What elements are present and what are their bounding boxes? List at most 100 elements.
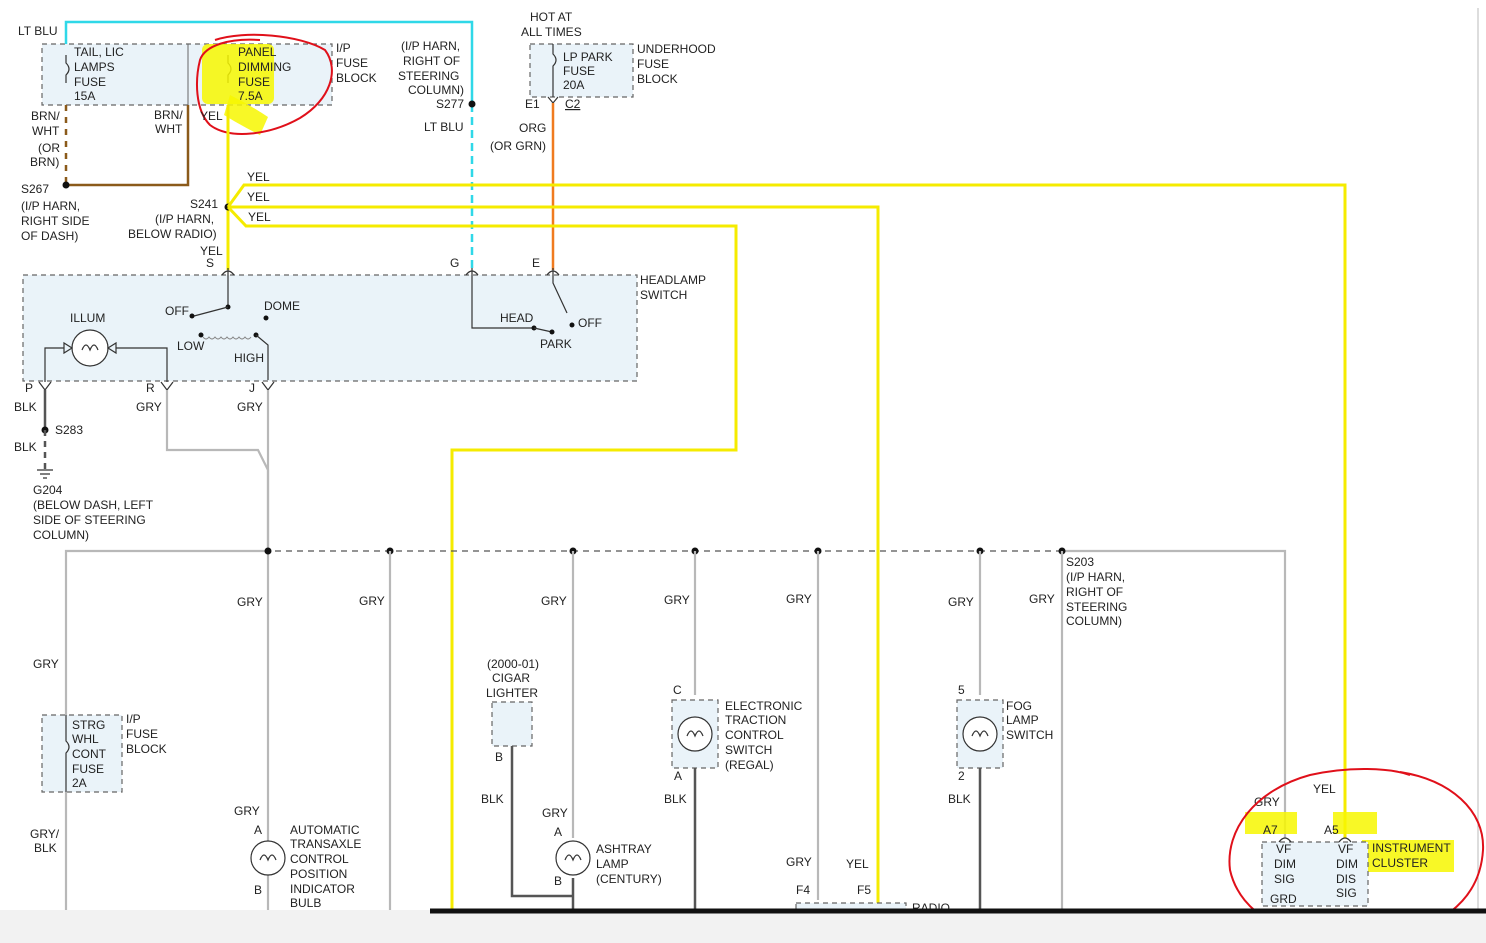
g-connector — [465, 268, 534, 329]
p-connector — [38, 381, 52, 391]
strg-line1: STRG — [72, 718, 105, 732]
s241-line3: BELOW RADIO) — [128, 227, 217, 241]
etc-line5: (REGAL) — [725, 758, 774, 772]
gry-row-2: GRY — [359, 594, 385, 608]
tail-fuse-line2: LAMPS — [74, 60, 115, 74]
a7-highlight — [1245, 812, 1297, 834]
cluster-left-2: DIM — [1274, 857, 1296, 871]
cluster-line2: CLUSTER — [1372, 856, 1428, 870]
s203-line2: (I/P HARN, — [1066, 570, 1125, 584]
j-connector — [261, 381, 275, 391]
ip-harn-s277-line3: STEERING — [398, 69, 459, 83]
park-contact — [549, 329, 555, 335]
hot-line2: ALL TIMES — [521, 25, 582, 39]
s267-line1: S267 — [21, 182, 49, 196]
ip-fuse2-line2: FUSE — [126, 727, 158, 741]
b-cigar-label: B — [495, 750, 503, 764]
yel-wire-to-f5 — [228, 205, 880, 908]
cluster-connectors — [1278, 837, 1352, 843]
gry-row-7: GRY — [1029, 592, 1055, 606]
s267-line4: OF DASH) — [21, 229, 78, 243]
e1-label: E1 — [525, 97, 540, 111]
gry-row-3: GRY — [541, 594, 567, 608]
lt-blu-mid-label: LT BLU — [424, 120, 464, 134]
ashtray-bulb — [555, 840, 591, 876]
gry-blk-line2: BLK — [34, 841, 57, 855]
e1-connector — [547, 96, 559, 104]
gry-r-label: GRY — [136, 400, 162, 414]
park-link — [533, 327, 553, 333]
ip-harn-s277-line4: COLUMN) — [408, 83, 464, 97]
g204-line1: G204 — [33, 483, 63, 497]
org-label-2: (OR GRN) — [490, 139, 546, 153]
hot-line1: HOT AT — [530, 10, 573, 24]
panel-fuse-highlight — [202, 44, 274, 104]
low-label: LOW — [177, 339, 205, 353]
strg-fuse-box — [41, 714, 123, 793]
high-label: HIGH — [234, 351, 264, 365]
e-connector — [546, 268, 568, 314]
lp-park-fuse-symbol — [552, 44, 557, 97]
cluster-left-1: VF — [1276, 842, 1291, 856]
illum-filament — [81, 344, 99, 352]
gry-blk-line1: GRY/ — [30, 827, 60, 841]
ground-symbol — [37, 469, 53, 479]
illum-label: ILLUM — [70, 311, 105, 325]
panel-fuse-line1: PANEL — [238, 45, 277, 59]
ip-fuse-block-line1: I/P — [336, 41, 351, 55]
off-left-contact — [189, 313, 195, 319]
cigar-line2: CIGAR — [492, 671, 530, 685]
low-contact — [198, 332, 204, 338]
illum-left-lead — [44, 347, 64, 382]
blk2-label: BLK — [14, 440, 37, 454]
e-pin-label: E — [532, 256, 540, 270]
red-annotation-fuse — [196, 33, 333, 135]
panel-fuse-line3: FUSE — [238, 75, 270, 89]
a-ash-label: A — [554, 825, 562, 839]
underhood-fuse-box — [529, 43, 634, 98]
r-connector — [160, 381, 174, 391]
a5-highlight — [1333, 812, 1377, 834]
etc-bulb — [677, 716, 713, 752]
yel-f5-label: YEL — [846, 857, 869, 871]
panel-fuse-line4: 7.5A — [238, 89, 263, 103]
headlamp-line2: SWITCH — [640, 288, 687, 302]
gry-left-label: GRY — [33, 657, 59, 671]
bus-dot-1 — [264, 547, 272, 555]
two-label: 2 — [958, 769, 965, 783]
c2-label: C2 — [565, 97, 581, 111]
gry-ash-label: GRY — [542, 806, 568, 820]
fog-filament — [971, 730, 989, 738]
lt-blu-wire-top — [64, 20, 474, 104]
s203-line4: STEERING — [1066, 600, 1127, 614]
p-pin-label: P — [25, 381, 33, 395]
cigar-line1: (2000-01) — [487, 657, 539, 671]
fog-bulb — [962, 716, 998, 752]
g-pin-label: G — [450, 256, 459, 270]
brn-left-2: WHT — [32, 124, 60, 138]
etc-filament — [686, 730, 704, 738]
off-right-label: OFF — [578, 316, 602, 330]
park-label: PARK — [540, 337, 572, 351]
auto-line3: CONTROL — [290, 852, 349, 866]
auto-line4: POSITION — [290, 867, 347, 881]
high-path — [255, 334, 269, 380]
dome-contact — [263, 315, 269, 321]
s-connector — [221, 268, 235, 308]
brn-wht-wire-right — [66, 105, 190, 187]
a5-label: A5 — [1324, 823, 1339, 837]
tail-fuse-symbol — [65, 55, 70, 83]
head-label: HEAD — [500, 311, 534, 325]
strg-line4: FUSE — [72, 762, 104, 776]
etc-line1: ELECTRONIC — [725, 699, 803, 713]
s267-line3: RIGHT SIDE — [21, 214, 89, 228]
s241-line2: (I/P HARN, — [155, 212, 214, 226]
strg-fuse-symbol — [65, 715, 70, 792]
brn-left-4: BRN) — [30, 155, 59, 169]
auto-trans-bulb — [250, 840, 286, 876]
illum-right-lead — [116, 347, 168, 382]
gry-row-6: GRY — [948, 595, 974, 609]
underhood-line1: UNDERHOOD — [637, 42, 716, 56]
b-auto-label: B — [254, 883, 262, 897]
ashtray-line2: LAMP — [596, 857, 629, 871]
